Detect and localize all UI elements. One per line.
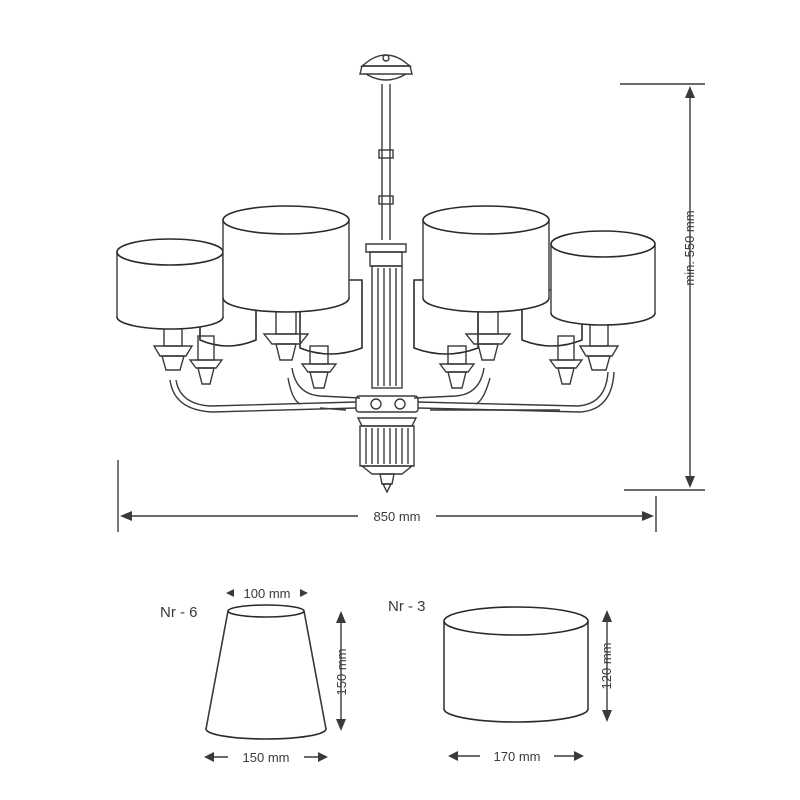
height-dimension: min. 550 mm: [620, 83, 705, 491]
candle-holder: [578, 315, 620, 371]
width-dimension: 850 mm: [117, 460, 657, 532]
candle-holder: [548, 335, 584, 385]
shade-label: Nr - 6: [160, 604, 198, 621]
bottom-dimension: 150 mm: [204, 750, 328, 765]
down-rod: [378, 84, 394, 240]
front-lamp-shades: [116, 205, 656, 330]
bottom-width-label: 170 mm: [494, 749, 541, 764]
candle-holder: [188, 335, 224, 385]
central-column: [365, 243, 407, 389]
shade-height-label: 150 mm: [334, 649, 349, 696]
bottom-dimension: 170 mm: [448, 749, 584, 764]
arms: [169, 367, 615, 413]
lamp-shade: [550, 230, 656, 326]
shade-detail-nr3: Nr - 3 120 mm 170 mm: [388, 598, 614, 764]
drum-shade: [443, 606, 589, 723]
shade-height-dimension: 150 mm: [334, 611, 349, 731]
lamp-shade: [116, 238, 224, 330]
height-label: min. 550 mm: [682, 210, 697, 285]
lamp-shade: [422, 205, 550, 313]
shade-label: Nr - 3: [388, 598, 426, 615]
shade-height-label: 120 mm: [599, 643, 614, 690]
lower-body: [355, 395, 419, 494]
top-width-label: 100 mm: [244, 586, 291, 601]
top-dimension: 100 mm: [226, 586, 308, 601]
chandelier-illustration: [116, 54, 656, 494]
shade-detail-nr6: Nr - 6 100 mm 150 mm 150 mm: [160, 586, 349, 765]
bottom-width-label: 150 mm: [243, 750, 290, 765]
ceiling-canopy: [359, 54, 413, 81]
shade-height-dimension: 120 mm: [599, 610, 614, 722]
lamp-shade: [222, 205, 350, 313]
candle-holder: [300, 345, 338, 389]
width-label: 850 mm: [374, 509, 421, 524]
candle-holders: [152, 299, 620, 389]
tapered-shade: [205, 604, 327, 740]
candle-holder: [438, 345, 476, 389]
